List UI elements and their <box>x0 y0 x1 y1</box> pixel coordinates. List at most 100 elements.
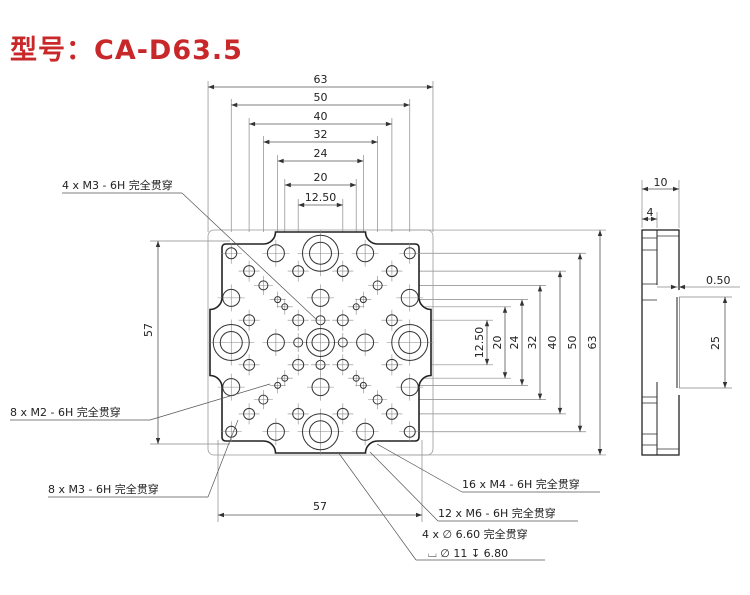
hole-circle <box>219 331 243 354</box>
m6-hole <box>307 284 334 312</box>
hole-circle <box>398 331 422 354</box>
m2-hole <box>355 377 372 394</box>
m3-hole <box>399 421 421 443</box>
m4-hole <box>287 403 309 425</box>
hole-circle <box>243 358 256 371</box>
arrow-icon <box>298 202 305 208</box>
arrow-icon <box>597 448 603 455</box>
arrow-icon <box>416 512 422 518</box>
arrow-icon <box>277 158 284 164</box>
arrow-icon <box>357 158 364 164</box>
m6-hole <box>217 284 245 312</box>
arrow-icon <box>642 216 648 222</box>
m4-hole <box>238 354 260 376</box>
m6-hole <box>396 284 424 312</box>
m6-hole <box>262 418 290 446</box>
m2-hole <box>348 298 365 315</box>
arrow-icon <box>519 379 525 386</box>
hole-circle <box>243 314 256 327</box>
hole-circle <box>292 407 305 420</box>
hole-circle <box>292 358 305 371</box>
arrow-icon <box>218 512 224 518</box>
counterbore-circle <box>302 234 339 272</box>
m3-hole <box>368 275 388 295</box>
arrow-icon <box>642 186 648 192</box>
hole-circle <box>336 407 349 420</box>
hole-circle <box>403 247 416 260</box>
hole-circle <box>336 314 349 327</box>
hole-circle <box>385 407 398 420</box>
hole-circle <box>356 333 375 352</box>
m2-hole <box>355 291 372 308</box>
left-dim-label: 57 <box>142 323 155 337</box>
callout-m3-center: 4 x M3 - 6H 完全贯穿 <box>62 178 173 192</box>
hole-circle <box>385 314 398 327</box>
m4-hole <box>381 309 403 331</box>
hole-circle <box>309 241 332 265</box>
hole-circle <box>258 280 269 291</box>
right-dim-label: 20 <box>491 336 504 350</box>
arrow-icon <box>597 230 603 237</box>
hole-circle <box>281 374 289 382</box>
hole-circle <box>385 358 398 371</box>
callout-counterbore-line2: ⌴ ∅ 11 ↧ 6.80 <box>428 547 508 560</box>
m4-hole <box>238 309 260 331</box>
top-dim-label: 40 <box>314 110 328 123</box>
m3-hole <box>220 242 242 264</box>
hole-circle <box>372 280 383 291</box>
hole-circle <box>309 420 332 444</box>
callout-m4: 16 x M4 - 6H 完全贯穿 <box>462 477 580 491</box>
callout-m3-outer-leader <box>207 419 239 498</box>
hole-circle <box>281 303 289 311</box>
hole-circle <box>274 381 282 389</box>
callouts: 4 x M3 - 6H 完全贯穿 8 x M2 - 6H 完全贯穿 8 x M3 -… <box>10 178 600 561</box>
hole-circle <box>292 265 305 278</box>
hole-circle <box>311 288 330 307</box>
arrow-icon <box>263 139 270 145</box>
hole-circle <box>258 394 269 405</box>
m6-hole <box>351 418 379 446</box>
arrow-icon <box>484 358 490 365</box>
m4-hole <box>332 260 354 282</box>
m4-hole <box>381 403 403 425</box>
m4-hole <box>381 354 403 376</box>
hole-circle <box>372 394 383 405</box>
hole-circle <box>266 333 285 352</box>
counterbore-circle <box>391 324 429 361</box>
hole-circle <box>356 244 375 263</box>
hole-circle <box>243 265 256 278</box>
arrow-icon <box>208 84 215 90</box>
counterbore-circle <box>306 328 335 357</box>
callout-m6: 12 x M6 - 6H 完全贯穿 <box>438 506 556 520</box>
center-counterbore-hole <box>301 323 340 362</box>
counterbore-hole <box>297 230 344 277</box>
hole-circle <box>359 381 367 389</box>
callout-counterbore-leader <box>337 451 417 561</box>
callout-m2: 8 x M2 - 6H 完全贯穿 <box>10 405 121 419</box>
arrow-icon <box>371 139 378 145</box>
top-dim-label: 32 <box>314 128 328 141</box>
top-dim-label: 63 <box>314 73 328 86</box>
arrow-icon <box>577 253 583 260</box>
callout-m3-outer: 8 x M3 - 6H 完全贯穿 <box>48 482 159 496</box>
hole-circle <box>352 374 360 382</box>
hole-circle <box>356 422 375 441</box>
side-width-label: 10 <box>654 176 668 189</box>
m3-hole <box>253 390 273 410</box>
callout-m2-leader <box>149 383 271 421</box>
arrow-icon <box>722 382 728 388</box>
hole-circle <box>400 378 419 397</box>
hole-circle <box>274 296 282 304</box>
hole-circle <box>403 425 416 438</box>
m4-hole <box>381 260 403 282</box>
model-title: 型号：CA-D63.5 <box>10 35 243 66</box>
m6-hole <box>262 329 290 356</box>
arrow-icon <box>673 186 679 192</box>
counterbore-hole <box>297 408 344 455</box>
arrow-icon <box>557 407 563 414</box>
top-dim-label: 50 <box>314 91 328 104</box>
arrow-icon <box>671 284 677 290</box>
m2-hole <box>348 370 365 387</box>
arrow-icon <box>679 284 685 290</box>
bottom-dim-label: 57 <box>313 500 327 513</box>
